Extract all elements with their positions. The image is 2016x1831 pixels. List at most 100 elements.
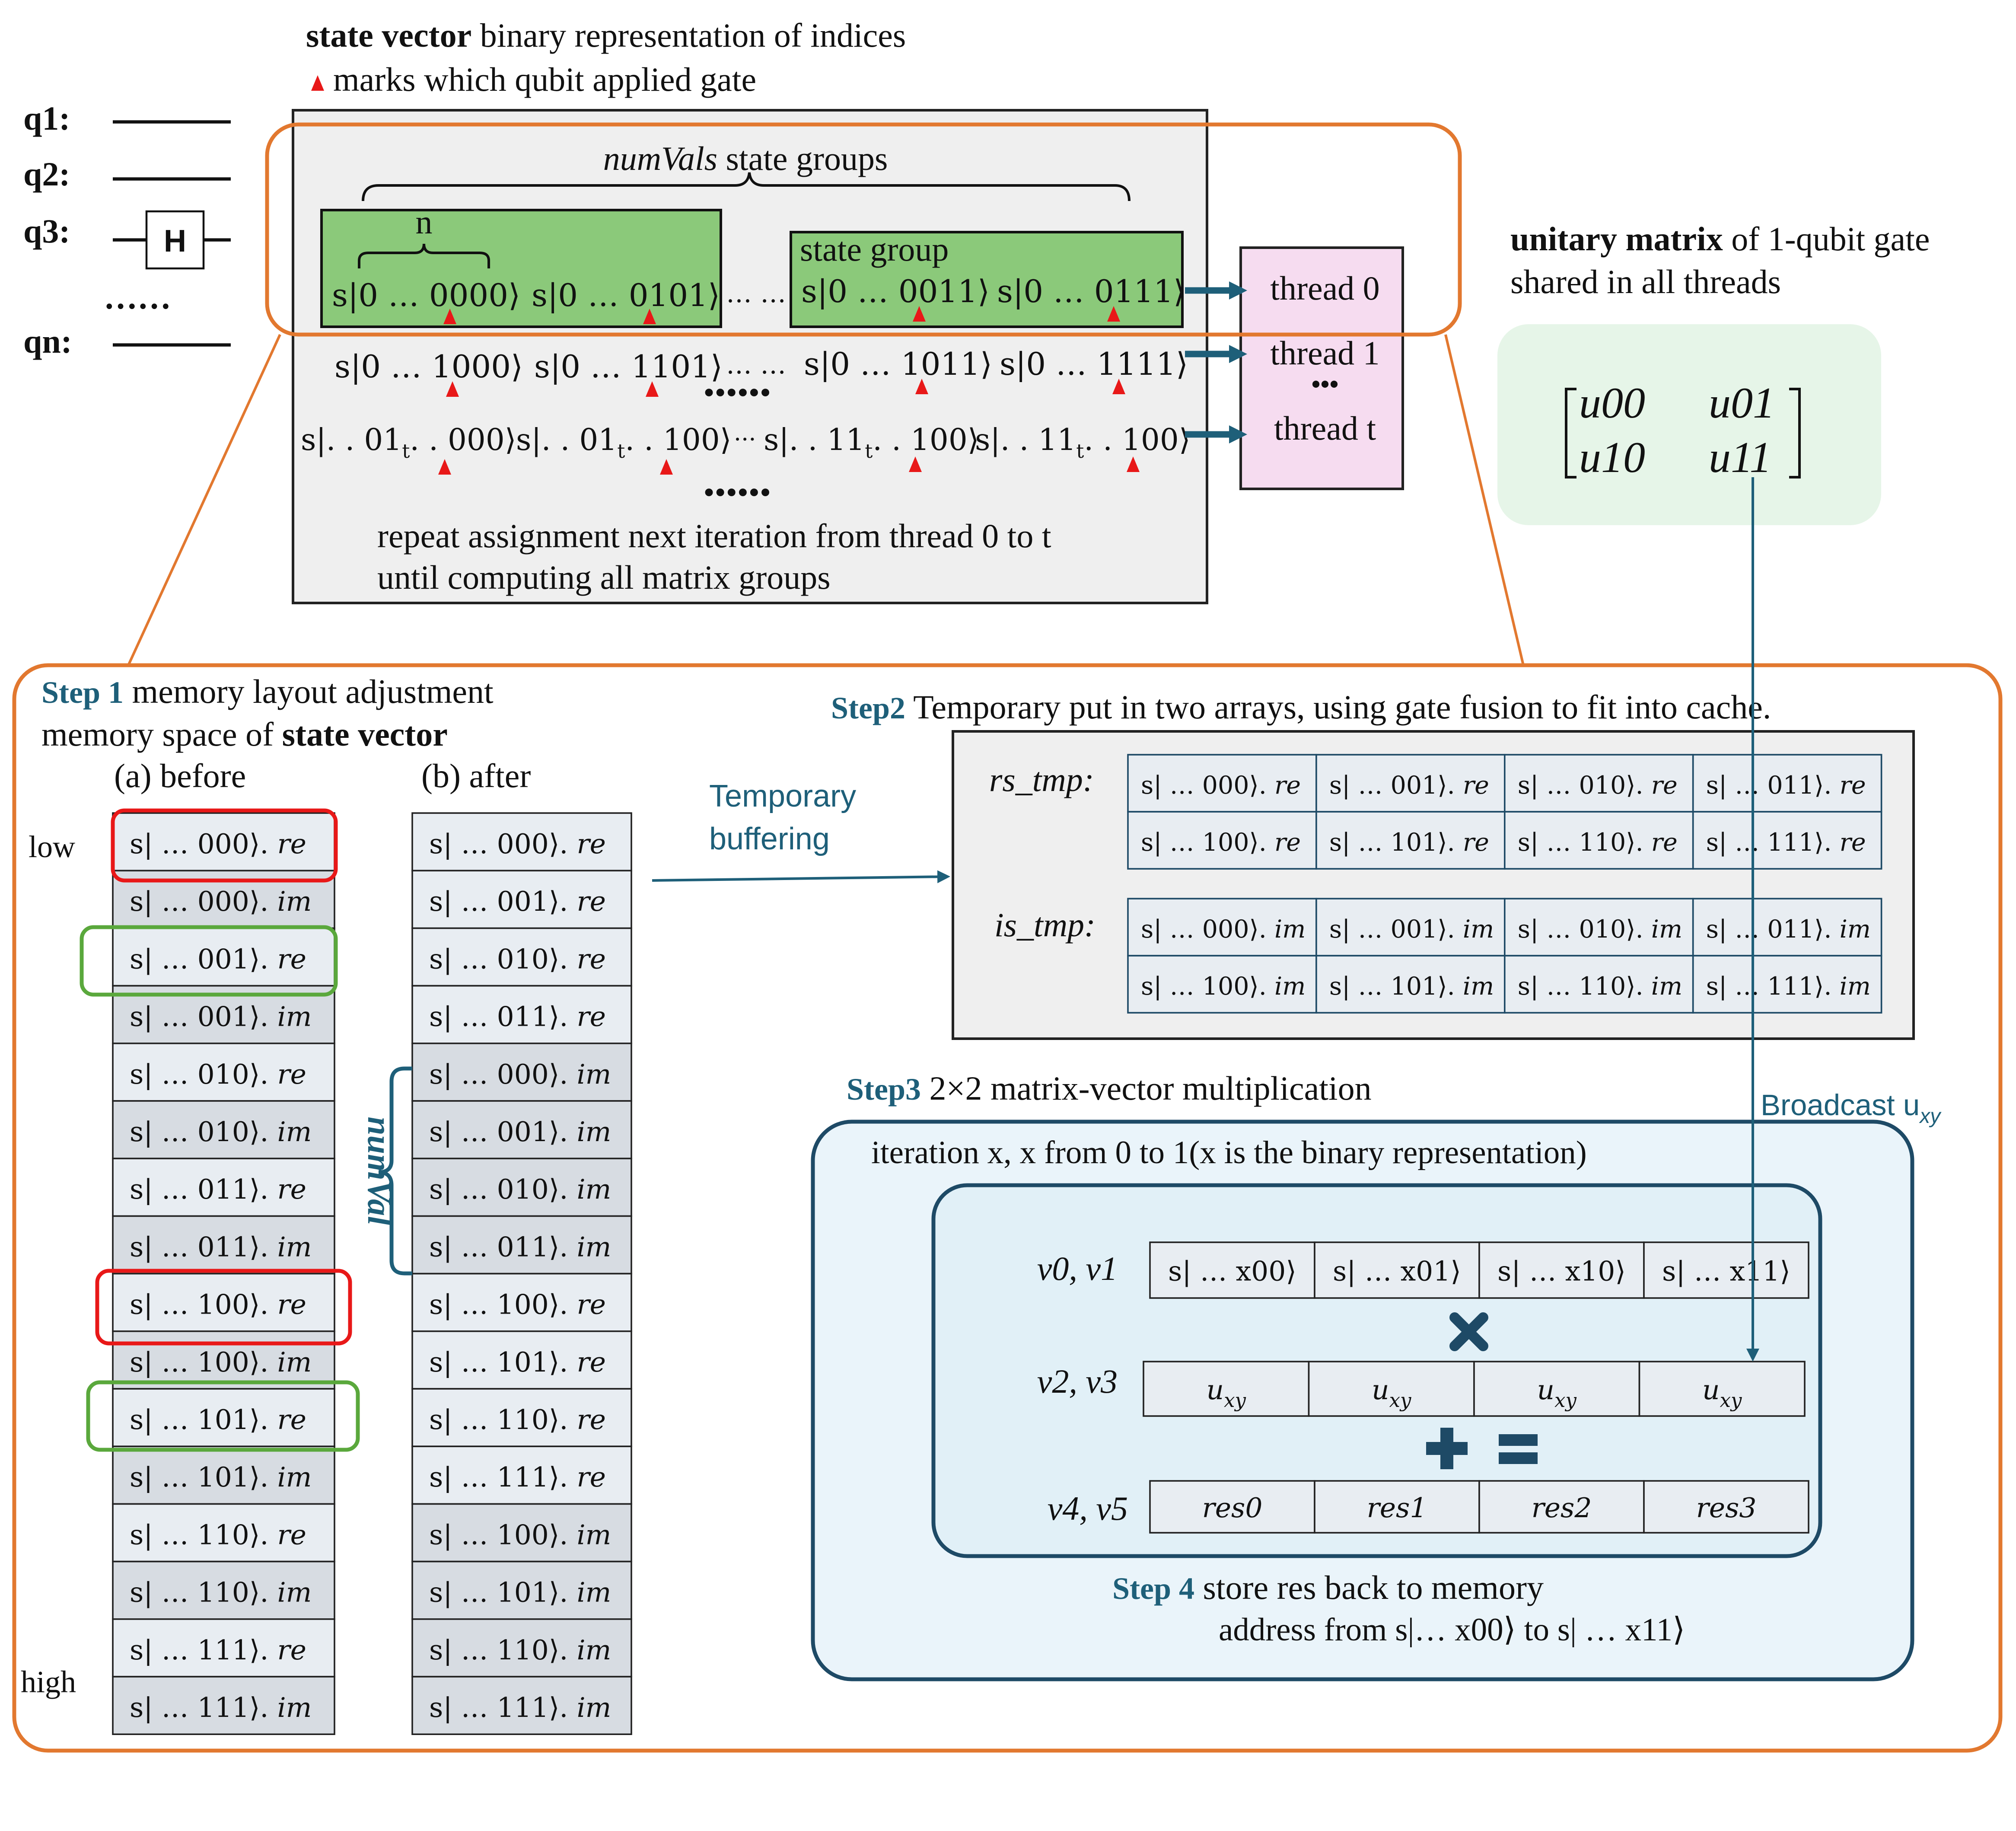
- tmp-cell: [1315, 898, 1506, 957]
- red-marker-icon: [443, 309, 456, 324]
- highlight-100-re: [95, 1269, 352, 1346]
- tmp-cell: [1127, 754, 1317, 813]
- memory-cell-label: s| … 010⟩. im: [429, 1174, 611, 1205]
- thread-ellipsis: •••: [1311, 370, 1338, 399]
- register-cell-label: res2: [1532, 1492, 1592, 1524]
- memory-cell-label: s| … 010⟩. re: [130, 1059, 306, 1090]
- qubit-markers: [438, 306, 1140, 475]
- memory-cell-label: s| … 011⟩. re: [130, 1174, 306, 1205]
- plus-icon: [1426, 1428, 1468, 1469]
- memory-cell-label: s| … 101⟩. re: [429, 1346, 606, 1378]
- after-memory-column: s| … 000⟩. re s| … 001⟩. re s| … 010⟩. re s…: [411, 812, 632, 1735]
- zoom-line-left: [127, 334, 281, 666]
- memory-cell-label: s| … 100⟩. im: [130, 1346, 312, 1378]
- qubit-label-qn: qn:: [23, 322, 72, 360]
- tmp-cell: [1127, 811, 1317, 870]
- hadamard-gate: [145, 210, 205, 270]
- unitary-matrix-card: [1497, 324, 1881, 525]
- memory-cell: [411, 1618, 632, 1678]
- state-row1-item3: s|0 … 1111⟩: [1000, 346, 1188, 382]
- memory-cell: [112, 1676, 335, 1735]
- steps-container: [12, 663, 2003, 1753]
- tmp-cell: [1315, 754, 1506, 813]
- register-cell: [1149, 1480, 1315, 1534]
- register-cell: [1473, 1361, 1640, 1417]
- memory-cell: [411, 1503, 632, 1563]
- v45-label: v4, v5: [1048, 1490, 1128, 1527]
- tmp-cell-label: s| … 101⟩. re: [1329, 828, 1489, 857]
- state-row0-item1: s|0 … 0101⟩: [532, 277, 720, 313]
- step4-address: address from s|… x00⟩ to s| … x11⟩: [1219, 1612, 1685, 1648]
- red-marker-icon: [915, 379, 928, 394]
- matrix-u00: u00: [1579, 379, 1645, 427]
- memory-cell: [112, 1273, 335, 1332]
- equals-icon-top: [1499, 1434, 1538, 1446]
- state-row2-item2: s|. . 11t. . 100⟩: [764, 423, 979, 463]
- memory-cell-label: s| … 001⟩. im: [429, 1116, 611, 1148]
- memory-cell-label: s| … 010⟩. re: [429, 943, 606, 975]
- thread0-highlight: [265, 122, 1462, 337]
- memory-cell-label: s| … 011⟩. im: [429, 1231, 611, 1263]
- tmp-cell-label: s| … 111⟩. re: [1706, 828, 1866, 857]
- iteration-note: iteration x, x from 0 to 1(x is the bina…: [871, 1135, 1587, 1171]
- tmp-cell-label: s| … 100⟩. re: [1141, 828, 1301, 857]
- n-brace: [358, 243, 490, 268]
- qubit-label-q1: q1:: [23, 99, 70, 137]
- thread-arrows: [1185, 281, 1247, 443]
- red-marker-icon: [660, 459, 673, 475]
- before-memory-column: s| … 000⟩. res| … 000⟩. ims| … 001⟩. res…: [112, 812, 335, 1735]
- tmp-cell-label: s| … 011⟩. re: [1706, 771, 1866, 800]
- buffer-label-line2: buffering: [709, 822, 830, 856]
- state-note-line2: until computing all matrix groups: [377, 558, 831, 596]
- thread-t-label: thread t: [1274, 409, 1376, 447]
- tmp-cell-label: s| … 011⟩. im: [1706, 915, 1871, 944]
- numvals-label: numVals state groups: [603, 140, 888, 177]
- thread-0-label: thread 0: [1270, 269, 1379, 307]
- state-row0-ellipsis: … …: [726, 278, 786, 309]
- red-marker-icon: [909, 456, 922, 472]
- high-address-label: high: [21, 1665, 76, 1699]
- memory-cell: [411, 985, 632, 1044]
- memory-cell: [112, 1618, 335, 1678]
- tmp-cell: [1692, 898, 1882, 957]
- step1-subtitle: memory space of state vector: [41, 715, 448, 753]
- memory-cell-label: s| … 101⟩. re: [130, 1404, 306, 1435]
- red-marker-icon: [1127, 456, 1140, 472]
- memory-cell-label: s| … 000⟩. re: [429, 828, 606, 860]
- state-row0-item0: s|0 … 0000⟩: [332, 277, 520, 313]
- state-row1-item2: s|0 … 1011⟩: [804, 346, 992, 382]
- step1-title: Step 1 memory layout adjustment: [41, 673, 494, 710]
- highlight-000-re: [111, 808, 338, 883]
- memory-cell: [411, 1445, 632, 1505]
- memory-cell-label: s| … 110⟩. re: [429, 1404, 606, 1435]
- broadcast-label: Broadcast uxy: [1761, 1088, 1942, 1128]
- thread-1-label: thread 1: [1270, 334, 1379, 372]
- memory-cell-label: s| … 001⟩. re: [429, 886, 606, 917]
- register-cell-label: res1: [1367, 1492, 1427, 1524]
- memory-cell-label: s| … 110⟩. im: [429, 1634, 611, 1666]
- red-marker-icon: [646, 381, 659, 397]
- memory-cell: [112, 1100, 335, 1160]
- register-cell: [1478, 1480, 1645, 1534]
- hadamard-gate-label: H: [164, 224, 186, 258]
- memory-cell: [112, 1215, 335, 1275]
- register-cell-label: uxy: [1537, 1374, 1577, 1412]
- low-address-label: low: [29, 829, 75, 864]
- state-dots-2: ••••••: [704, 477, 772, 508]
- unitary-subtitle: shared in all threads: [1510, 263, 1781, 300]
- memory-cell: [411, 1100, 632, 1160]
- register-cell: [1314, 1480, 1480, 1534]
- register-cell: [1638, 1361, 1806, 1417]
- register-cell: [1143, 1361, 1310, 1417]
- plus-icon-v: [1440, 1428, 1453, 1469]
- state-group-box-1: [320, 209, 722, 328]
- memory-cell-label: s| … 111⟩. im: [429, 1692, 611, 1723]
- memory-cell-label: s| … 000⟩. re: [130, 828, 306, 860]
- memory-cell-label: s| … 011⟩. im: [130, 1231, 312, 1263]
- tmp-cell: [1503, 955, 1694, 1014]
- memory-cell-label: s| … 100⟩. im: [429, 1519, 611, 1550]
